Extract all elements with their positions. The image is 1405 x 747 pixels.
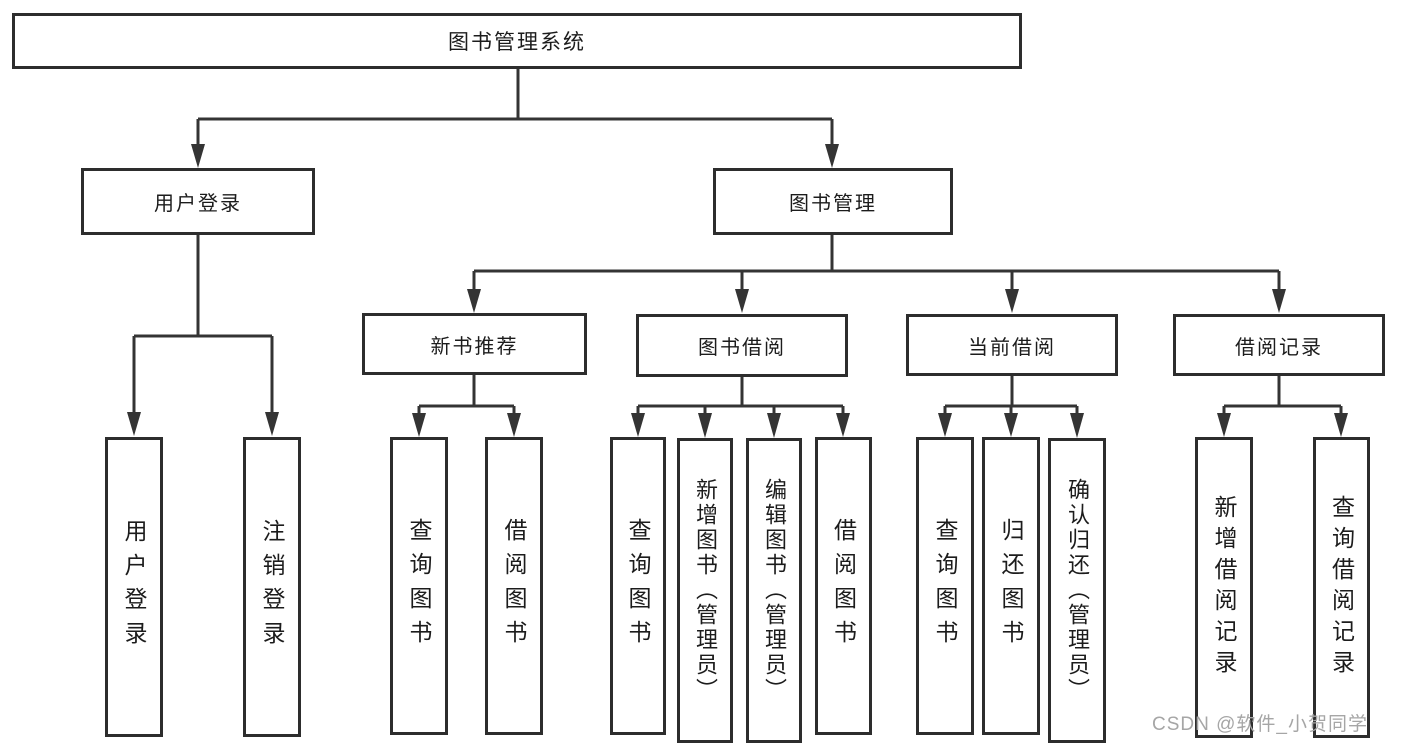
node-borrow-records: 借阅记录	[1173, 314, 1385, 376]
node-new-book-recommend-label: 新书推荐	[430, 335, 519, 358]
leaf-query-borrow-record: 查询借阅记录	[1313, 437, 1370, 738]
csdn-watermark: CSDN @软件_小贺同学	[1152, 714, 1368, 735]
node-book-borrow-label: 图书借阅	[698, 337, 786, 359]
arrowheads	[127, 144, 1348, 438]
node-user-login-label: 用户登录	[154, 193, 242, 215]
leaf-borrow-query-books-label: 查询图书	[625, 518, 651, 654]
leaf-logout: 注销登录	[243, 437, 301, 737]
node-book-borrow: 图书借阅	[636, 314, 848, 377]
leaf-borrow-borrow-books-label: 借阅图书	[830, 518, 857, 654]
leaf-borrow-query-books: 查询图书	[610, 437, 666, 735]
leaf-newbook-borrow-books: 借阅图书	[485, 437, 543, 735]
connector-new-book-to-leaves	[417, 375, 516, 414]
connector-user-login-to-leaves	[132, 235, 274, 413]
node-borrow-records-label: 借阅记录	[1235, 336, 1323, 359]
node-current-borrow-label: 当前借阅	[968, 336, 1056, 359]
leaf-confirm-return-admin: 确认归还（管理员）	[1048, 438, 1106, 743]
leaf-add-books-admin: 新增图书（管理员）	[677, 438, 733, 743]
leaf-current-query-books: 查询图书	[916, 437, 974, 735]
leaf-current-query-books-label: 查询图书	[932, 518, 958, 654]
leaf-return-books-label: 归还图书	[998, 518, 1024, 654]
leaf-newbook-query-books-label: 查询图书	[406, 518, 432, 654]
node-user-login: 用户登录	[81, 168, 315, 235]
leaf-newbook-borrow-books-label: 借阅图书	[501, 518, 527, 654]
node-new-book-recommend: 新书推荐	[362, 313, 587, 375]
node-book-management: 图书管理	[713, 168, 953, 235]
leaf-confirm-return-admin-label: 确认归还（管理员）	[1065, 478, 1090, 703]
leaf-logout-label: 注销登录	[259, 519, 285, 655]
leaf-borrow-borrow-books: 借阅图书	[815, 437, 872, 735]
leaf-user-login-label: 用户登录	[121, 519, 147, 655]
connector-root-to-level1	[196, 69, 834, 146]
leaf-add-books-admin-label: 新增图书（管理员）	[693, 478, 718, 703]
connector-book-borrow-to-leaves	[636, 377, 845, 414]
leaf-user-login: 用户登录	[105, 437, 163, 737]
node-book-management-label: 图书管理	[789, 193, 877, 215]
leaf-newbook-query-books: 查询图书	[390, 437, 448, 735]
leaf-query-borrow-record-label: 查询借阅记录	[1328, 494, 1355, 681]
leaf-return-books: 归还图书	[982, 437, 1040, 735]
leaf-add-borrow-record-label: 新增借阅记录	[1211, 494, 1237, 681]
leaf-edit-books-admin-label: 编辑图书（管理员）	[762, 478, 787, 703]
node-root-label: 图书管理系统	[448, 31, 586, 54]
connector-book-management-to-level3	[472, 235, 1281, 290]
node-current-borrow: 当前借阅	[906, 314, 1118, 376]
connector-borrow-records-to-leaves	[1222, 376, 1343, 414]
connector-current-borrow-to-leaves	[943, 376, 1079, 414]
leaf-edit-books-admin: 编辑图书（管理员）	[746, 438, 802, 743]
node-root: 图书管理系统	[12, 13, 1022, 69]
leaf-add-borrow-record: 新增借阅记录	[1195, 437, 1253, 738]
